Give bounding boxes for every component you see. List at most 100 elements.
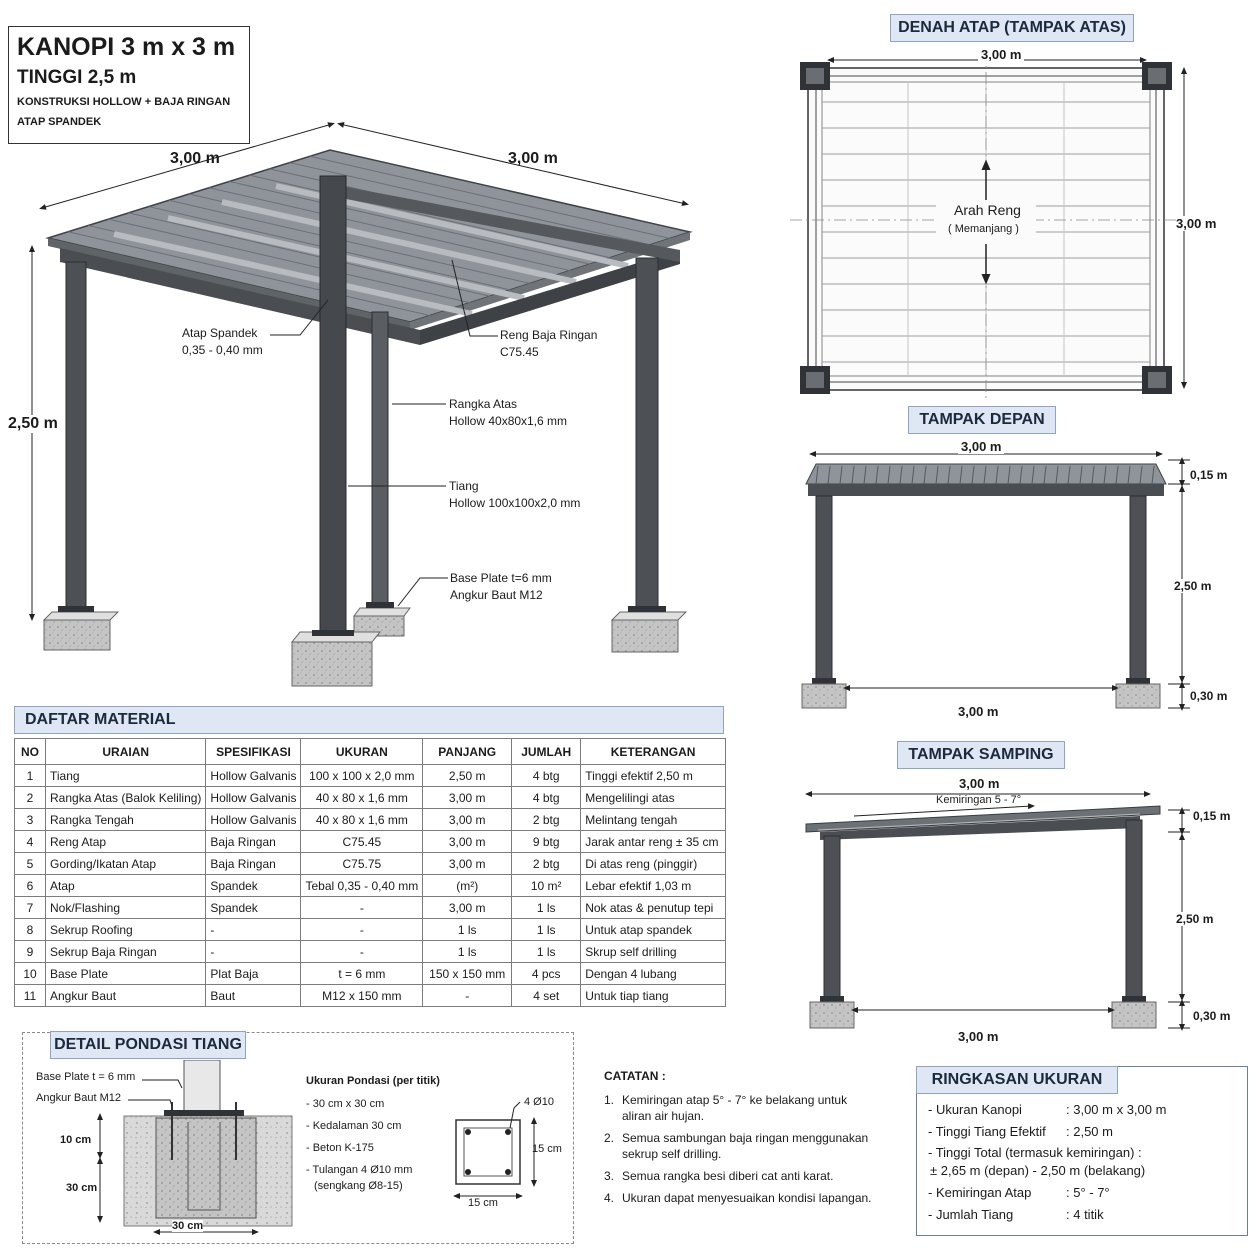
table-cell: Tebal 0,35 - 0,40 mm [300, 874, 424, 897]
pondasi-ukuran-item: - Beton K-175 [306, 1142, 374, 1154]
pondasi-ukuran-title: Ukuran Pondasi (per titik) [306, 1075, 440, 1087]
iso-label-rangka: Rangka Atas [449, 397, 518, 411]
table-cell: 8 [14, 918, 46, 941]
catatan-number: 2. [604, 1131, 615, 1145]
ringkasan-value: : 2,50 m [1066, 1124, 1113, 1139]
iso-dim-height: 2,50 m [8, 415, 58, 433]
iso-dim-left: 3,00 m [170, 150, 220, 167]
side-drawing [805, 791, 1190, 1031]
table-cell: 100 x 100 x 2,0 mm [300, 764, 424, 787]
title-height: TINGGI 2,5 m [17, 67, 137, 88]
table-cell: Mengelilingi atas [580, 786, 726, 809]
table-cell: 2,50 m [422, 764, 513, 787]
catatan-item-text: Semua rangka besi diberi cat anti karat. [622, 1169, 834, 1183]
table-cell: Hollow Galvanis [205, 808, 302, 831]
table-cell: Nok/Flashing [44, 896, 207, 919]
table-cell: - [300, 940, 424, 963]
table-cell: 3,00 m [422, 896, 513, 919]
table-cell: C75.45 [300, 830, 424, 853]
iso-spec-tiang: Hollow 100x100x2,0 mm [449, 496, 581, 510]
pondasi-dim-30h: 30 cm [172, 1220, 204, 1232]
iso-columns [65, 175, 659, 637]
ringkasan-value: : 4 titik [1066, 1207, 1104, 1222]
pondasi-section-dim-h: 15 cm [468, 1197, 498, 1209]
pondasi-section-dim-v: 15 cm [532, 1143, 562, 1155]
table-cell: 1 ls [511, 940, 582, 963]
col-header: SPESIFIKASI [205, 738, 302, 765]
table-cell: 9 btg [511, 830, 582, 853]
plan-arah-reng: Arah Reng [954, 202, 1021, 218]
catatan-number: 1. [604, 1093, 615, 1107]
front-dim-height: 2,50 m [1174, 579, 1212, 593]
table-cell: Untuk tiap tiang [580, 984, 726, 1007]
front-dim-bottom: 3,00 m [958, 704, 999, 719]
table-cell: Lebar efektif 1,03 m [580, 874, 726, 897]
pondasi-ukuran-item: - 30 cm x 30 cm [306, 1098, 385, 1110]
table-cell: Spandek [205, 874, 302, 897]
ringkasan-value: : 3,00 m x 3,00 m [1066, 1102, 1167, 1117]
table-cell: Sekrup Roofing [44, 918, 207, 941]
table-cell: 10 m² [511, 874, 582, 897]
table-cell: 3,00 m [422, 808, 513, 831]
side-dim-bottom: 3,00 m [958, 1029, 999, 1044]
ringkasan-value: : 5° - 7° [1066, 1185, 1110, 1200]
table-cell: Rangka Atas (Balok Keliling) [44, 786, 207, 809]
iso-dim-right: 3,00 m [508, 150, 558, 167]
table-cell: Di atas reng (pinggir) [580, 852, 726, 875]
iso-label-base: Base Plate t=6 mm [450, 571, 552, 585]
pondasi-angkur-label: Angkur Baut M12 [36, 1092, 121, 1104]
side-dim-height: 2,50 m [1176, 912, 1214, 926]
table-cell: 3,00 m [422, 786, 513, 809]
pondasi-ukuran-item: - Kedalaman 30 cm [306, 1120, 402, 1132]
pondasi-base-label: Base Plate t = 6 mm [36, 1071, 136, 1083]
plan-title: DENAH ATAP (TAMPAK ATAS) [890, 14, 1134, 42]
iso-dimension-lines [29, 121, 689, 621]
table-cell: - [205, 940, 302, 963]
pondasi-section-rebar: 4 Ø10 [524, 1096, 554, 1108]
table-cell: Rangka Tengah [44, 808, 207, 831]
table-cell: Plat Baja [205, 962, 302, 985]
material-table: NO URAIAN SPESIFIKASI UKURAN PANJANG JUM… [14, 738, 726, 1007]
table-cell: Jarak antar reng ± 35 cm [580, 830, 726, 853]
ringkasan-label: - Tinggi Tiang Efektif [928, 1124, 1046, 1139]
catatan-item-text: Ukuran dapat menyesuaikan kondisi lapang… [622, 1191, 872, 1205]
table-cell: 40 x 80 x 1,6 mm [300, 786, 424, 809]
plan-dim-width: 3,00 m [978, 47, 1025, 62]
table-cell: - [205, 918, 302, 941]
plan-arah-sub: ( Memanjang ) [948, 223, 1019, 235]
table-cell: 40 x 80 x 1,6 mm [300, 808, 424, 831]
side-dim-roof: 0,15 m [1193, 809, 1231, 823]
table-cell: Hollow Galvanis [205, 764, 302, 787]
table-cell: Sekrup Baja Ringan [44, 940, 207, 963]
ringkasan-label: ± 2,65 m (depan) - 2,50 m (belakang) [930, 1163, 1146, 1178]
iso-spec-atap: 0,35 - 0,40 mm [182, 343, 263, 357]
front-dim-roof: 0,15 m [1190, 468, 1228, 482]
table-cell: t = 6 mm [300, 962, 424, 985]
catatan-number: 4. [604, 1191, 615, 1205]
col-header: UKURAN [300, 738, 424, 765]
iso-spec-base: Angkur Baut M12 [450, 588, 543, 602]
iso-base-plates [58, 602, 666, 636]
table-cell: 6 [14, 874, 46, 897]
table-cell: 2 [14, 786, 46, 809]
table-cell: 1 ls [511, 896, 582, 919]
table-cell: Base Plate [44, 962, 207, 985]
ringkasan-label: - Ukuran Kanopi [928, 1102, 1022, 1117]
table-cell: Baja Ringan [205, 830, 302, 853]
side-slope: Kemiringan 5 - 7° [936, 794, 1022, 806]
catatan-item-text: sekrup self drilling. [622, 1147, 722, 1161]
pondasi-title: DETAIL PONDASI TIANG [50, 1031, 246, 1059]
table-cell: 7 [14, 896, 46, 919]
table-cell: Baja Ringan [205, 852, 302, 875]
front-dim-top: 3,00 m [958, 439, 1005, 454]
ringkasan-label: - Jumlah Tiang [928, 1207, 1014, 1222]
pondasi-dim-10: 10 cm [60, 1134, 92, 1146]
table-cell: Atap [44, 874, 207, 897]
table-cell: Baut [205, 984, 302, 1007]
